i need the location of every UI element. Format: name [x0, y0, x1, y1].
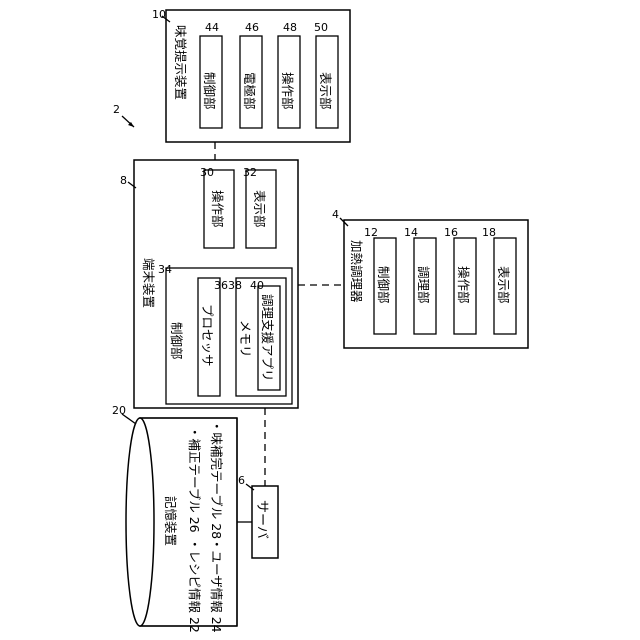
storage-taste-table: ・味補完テーブル 28 [209, 420, 224, 539]
svg-text:32: 32 [243, 166, 257, 179]
server: サーバ 6 [238, 474, 278, 558]
svg-text:操作部: 操作部 [456, 266, 471, 304]
storage-cylinder-end [126, 418, 154, 626]
svg-text:38: 38 [228, 279, 242, 292]
svg-text:50: 50 [314, 21, 328, 34]
svg-text:操作部: 操作部 [210, 190, 225, 228]
svg-text:表示部: 表示部 [318, 72, 333, 110]
svg-text:プロセッサ: プロセッサ [200, 304, 215, 367]
svg-text:16: 16 [444, 226, 458, 239]
server-label: サーバ [254, 500, 269, 539]
svg-text:制御部: 制御部 [202, 72, 217, 110]
storage-user: ・ユーザ情報 24 [209, 538, 224, 633]
svg-text:表示部: 表示部 [252, 190, 267, 228]
svg-text:40: 40 [250, 279, 264, 292]
svg-text:電極部: 電極部 [242, 72, 257, 110]
storage-recipe: ・レシピ情報 22 [187, 538, 202, 633]
server-ref: 6 [238, 474, 245, 487]
storage-title: 記憶装置 [163, 496, 178, 546]
system-ref: 2 [113, 103, 120, 116]
svg-text:12: 12 [364, 226, 378, 239]
taste-device: 10 味覚提示装置 制御部 44 電極部 46 操作部 48 表示部 50 [152, 8, 350, 142]
svg-text:34: 34 [158, 263, 172, 276]
svg-text:36: 36 [214, 279, 228, 292]
svg-text:調理部: 調理部 [416, 266, 431, 304]
cooker-title: 加熱調理器 [349, 240, 364, 303]
taste-device-title: 味覚提示装置 [173, 25, 188, 100]
cooker-ref: 4 [332, 208, 339, 221]
svg-text:30: 30 [200, 166, 214, 179]
svg-text:44: 44 [205, 21, 219, 34]
svg-text:14: 14 [404, 226, 418, 239]
terminal-title: 端末装置 [141, 258, 156, 308]
svg-text:48: 48 [283, 21, 297, 34]
svg-text:46: 46 [245, 21, 259, 34]
svg-text:表示部: 表示部 [496, 266, 511, 304]
svg-text:制御部: 制御部 [169, 322, 184, 360]
terminal-device: 8 端末装置 操作部 30 表示部 32 34 制御部 プロセッサ 36 メモリ… [120, 160, 298, 408]
taste-device-ref: 10 [152, 8, 166, 21]
terminal-ref: 8 [120, 174, 127, 187]
storage-correction: ・補正テーブル 26 [187, 426, 202, 533]
svg-text:制御部: 制御部 [376, 266, 391, 304]
svg-text:18: 18 [482, 226, 496, 239]
svg-text:調理支援アプリ: 調理支援アプリ [260, 294, 275, 382]
heating-cooker: 4 加熱調理器 制御部 12 調理部 14 操作部 16 表示部 18 [332, 208, 528, 348]
storage-device: 20 記憶装置 ・レシピ情報 22 ・補正テーブル 26 ・ユーザ情報 24 ・… [112, 404, 237, 633]
svg-text:メモリ: メモリ [238, 320, 253, 358]
svg-text:操作部: 操作部 [280, 72, 295, 110]
